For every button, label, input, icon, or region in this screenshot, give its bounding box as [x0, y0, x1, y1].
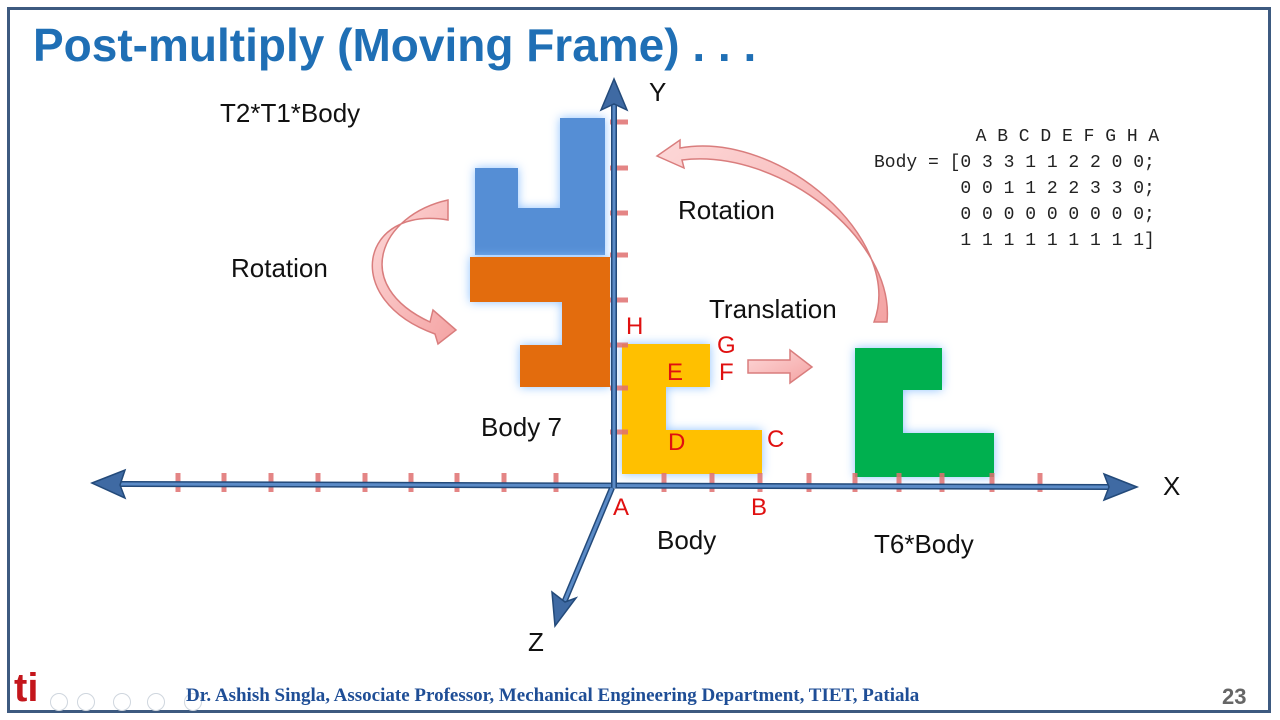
- nav-more-icon[interactable]: [184, 693, 202, 711]
- point-e-label: E: [667, 359, 684, 386]
- t6-body-shape: [855, 348, 994, 477]
- translation-label: Translation: [709, 294, 837, 324]
- matrix-header: A B C D E F G H A: [954, 127, 1160, 147]
- body-label: Body: [657, 525, 717, 555]
- nav-zoom-icon[interactable]: [147, 693, 165, 711]
- x-axis-label: X: [1163, 471, 1181, 501]
- t2t1-body-shape: [475, 118, 605, 255]
- point-h-label: H: [626, 313, 644, 340]
- matrix-row-4: 1 1 1 1 1 1 1 1 1]: [874, 231, 1155, 251]
- slide-title: Post-multiply (Moving Frame) . . .: [33, 19, 757, 71]
- point-d-label: D: [668, 429, 686, 456]
- matrix-row-3: 0 0 0 0 0 0 0 0 0;: [874, 205, 1155, 225]
- t6-body-label: T6*Body: [874, 529, 974, 559]
- z-axis-label: Z: [528, 627, 544, 657]
- y-axis: [599, 77, 629, 488]
- footer-credit: Dr. Ashish Singla, Associate Professor, …: [186, 685, 920, 706]
- body-shape: [622, 344, 762, 474]
- matrix-row-1: Body = [0 3 3 1 1 2 2 0 0;: [874, 153, 1155, 173]
- point-g-label: G: [717, 332, 736, 359]
- point-a-label: A: [613, 494, 630, 521]
- body7-shape: [470, 257, 610, 387]
- rotation-label-right: Rotation: [678, 195, 775, 225]
- point-b-label: B: [751, 494, 768, 521]
- nav-slides-icon[interactable]: [113, 693, 131, 711]
- matrix-row-2: 0 0 1 1 2 2 3 3 0;: [874, 179, 1155, 199]
- t2t1-body-label: T2*T1*Body: [220, 98, 361, 128]
- point-f-label: F: [719, 359, 734, 386]
- nav-prev-icon[interactable]: [50, 693, 68, 711]
- y-axis-label: Y: [649, 77, 667, 107]
- slide-number: 23: [1222, 684, 1247, 709]
- point-c-label: C: [767, 426, 785, 453]
- nav-pen-icon[interactable]: [77, 693, 95, 711]
- translation-arrow: [747, 348, 814, 385]
- body-matrix: A B C D E F G H A Body = [0 3 3 1 1 2 2 0…: [874, 124, 1159, 254]
- tiet-logo: ti: [14, 666, 39, 710]
- z-axis: [551, 486, 615, 629]
- body7-label: Body 7: [481, 412, 562, 442]
- rotation-arrow-right: [655, 138, 889, 323]
- rotation-label-left: Rotation: [231, 253, 328, 283]
- rotation-arrow-left: [371, 199, 458, 346]
